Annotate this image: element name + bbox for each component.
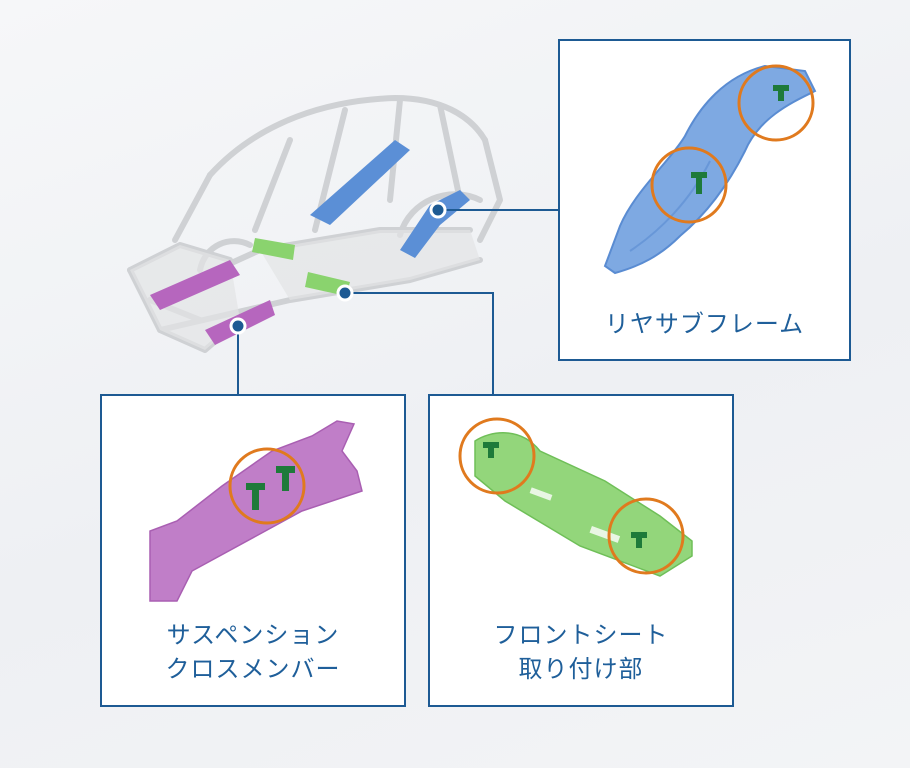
bolt-icon [252,488,259,510]
suspension-crossmember-panel: サスペンション クロスメンバー [100,394,406,707]
highlight-circle [458,417,536,495]
front-seat-mount-panel: フロントシート 取り付け部 [428,394,734,707]
bolt-icon [636,536,642,548]
suspension-crossmember-label: サスペンション クロスメンバー [165,621,341,683]
bolt-icon [778,89,784,101]
bolt-icon [696,176,702,194]
rear-subframe-label: リヤサブフレーム [604,310,805,338]
rear-subframe-illustration [603,64,817,275]
front-seat-mount-illustration [458,417,693,577]
highlight-circle [737,64,815,142]
car-rear-subframe-part [310,140,470,258]
suspension-crossmember-illustration [149,420,363,602]
highlight-circle [607,497,685,575]
bolt-icon [488,446,494,458]
rear-subframe-panel: リヤサブフレーム [558,39,851,361]
bolt-icon [282,471,289,491]
highlight-circle [228,447,306,525]
highlight-circle [650,146,728,224]
front-seat-mount-label: フロントシート 取り付け部 [493,621,669,683]
